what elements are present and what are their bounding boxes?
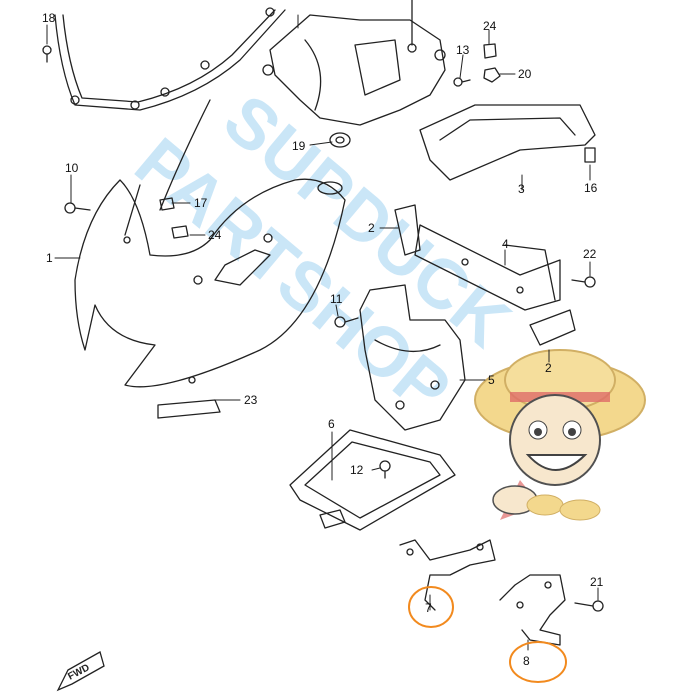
part-24-clip-top: [483, 43, 497, 59]
callout-18: 18: [42, 11, 56, 25]
part-16-clip: [584, 147, 596, 163]
part-5-duct: [359, 284, 466, 431]
cartoon-character-image: [474, 349, 646, 521]
callout-7: 7: [425, 601, 432, 615]
callout-2-upper: 2: [368, 221, 375, 235]
part-23-foam-strip: [157, 399, 221, 419]
callout-17: 17: [194, 196, 208, 210]
leader-lines: [46, 14, 599, 651]
part-10-bolt: [64, 202, 91, 214]
callout-3: 3: [518, 182, 525, 196]
part-12-bolt: [379, 460, 391, 479]
callout-24-left: 24: [208, 228, 222, 242]
callout-1: 1: [46, 251, 53, 265]
part-7-bracket: [399, 539, 496, 611]
part-22-bolt: [571, 276, 596, 288]
callout-16: 16: [584, 181, 598, 195]
part-6-tray: [289, 429, 456, 531]
callout-5: 5: [488, 373, 495, 387]
part-24-clip-left: [171, 225, 189, 239]
callout-2-lower: 2: [545, 361, 552, 375]
part-18-bolt: [42, 45, 52, 63]
callout-8: 8: [523, 654, 530, 668]
callout-12: 12: [350, 463, 364, 477]
part-17-grommet: [159, 197, 175, 211]
callout-24-top: 24: [483, 19, 497, 33]
upper-inner-panel: [262, 0, 446, 126]
highlight-circles: [408, 586, 567, 683]
callout-21: 21: [590, 575, 604, 589]
part-2-bracket-upper: [394, 204, 421, 256]
part-21-bolt: [574, 600, 604, 612]
callout-6: 6: [328, 417, 335, 431]
callout-22: 22: [583, 247, 597, 261]
part-1-front-cowl: [74, 99, 346, 388]
part-3-lower-panel: [419, 104, 596, 181]
highlight-part-7: [408, 586, 454, 628]
highlight-part-8: [509, 641, 567, 683]
callout-23: 23: [244, 393, 258, 407]
callout-11: 11: [330, 292, 343, 306]
part-13-screw: [453, 77, 471, 87]
callout-13: 13: [456, 43, 470, 57]
callout-20: 20: [518, 67, 532, 81]
windscreen-frame: [54, 7, 286, 111]
part-19-grommet: [329, 132, 351, 148]
callout-labels: 18 10 1 17 24 23 19 24 13 20 3 16 2 4 22…: [42, 11, 604, 668]
callout-4: 4: [502, 237, 509, 251]
part-4-stay: [414, 224, 561, 311]
part-20-nut: [483, 67, 501, 83]
callout-19: 19: [292, 139, 306, 153]
part-11-bolt: [334, 316, 359, 328]
callout-10: 10: [65, 161, 79, 175]
part-2-bracket-lower: [529, 309, 576, 346]
